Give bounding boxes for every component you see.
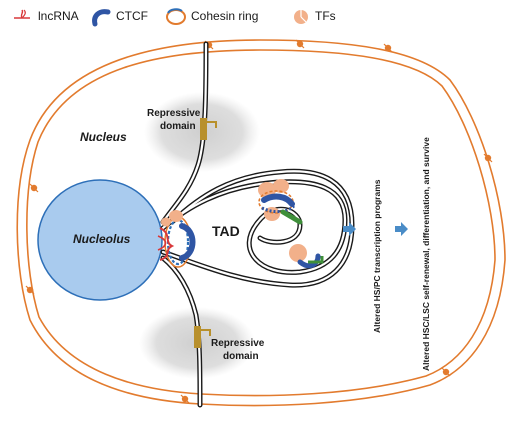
repressive-domain-top-line1: Repressive [147,108,201,119]
tad-complex-upper [258,179,303,225]
repressive-domain-top-line2: domain [160,121,196,132]
outcome-label-self-renewal: Altered HSC/LSC self-renewal, differenti… [421,137,431,371]
tfs-icon [294,10,308,24]
gene-upper [280,209,303,225]
flow-arrows [343,222,408,236]
lncrna-anchor [159,227,175,261]
nuclear-pore-channel-6 [180,394,190,404]
tad-complex-lower [289,244,324,269]
nuclear-pore-channel-8 [295,39,305,49]
tad-label: TAD [212,223,240,239]
flow-arrow-1 [343,222,356,236]
legend-label-cohesin-ring: Cohesin ring [191,9,259,23]
nuclear-pore-channel-7 [25,285,35,295]
nuclear-membrane-inner [26,49,496,397]
ctcf-upper [261,193,295,207]
nuclear-membrane-outer [16,39,506,407]
cohesin-ring-icon [166,8,186,25]
ctcf-anchor [179,223,196,261]
gene-lower [308,256,324,264]
flow-arrow-2 [395,222,408,236]
anchor-complex [157,210,196,268]
repressive-promoter-bottom [194,326,211,348]
nucleus-label: Nucleus [80,130,127,144]
lncrna-icon [14,9,30,19]
tf-anchor-2 [161,217,171,227]
repressive-domain-bottom-line1: Repressive [211,338,265,349]
legend-label-ctcf: CTCF [116,9,148,23]
tf-lower [289,244,307,262]
nuclear-pore-channel-3 [383,43,393,53]
nucleolus [37,179,163,301]
legend-icons [14,8,308,27]
nuclear-membrane [16,39,506,407]
nuclear-pore-channel-4 [483,153,493,163]
legend-label-tfs: TFs [315,9,336,23]
ctcf-lower [297,253,321,269]
legend-label-lncrna: lncRNA [38,9,79,23]
tf-anchor-1 [169,210,183,222]
outcome-label-transcription: Altered HS/PC transcription programs [372,179,382,333]
nuclear-pores [25,39,493,404]
repressive-promoter-top [200,118,217,140]
nuclear-pore-channel-2 [29,183,39,193]
nucleolus-label: Nucleolus [73,232,131,246]
repressive-domain-bottom-line2: domain [223,351,259,362]
nuclear-pore-channel-5 [441,367,451,377]
ctcf-icon [92,9,111,27]
